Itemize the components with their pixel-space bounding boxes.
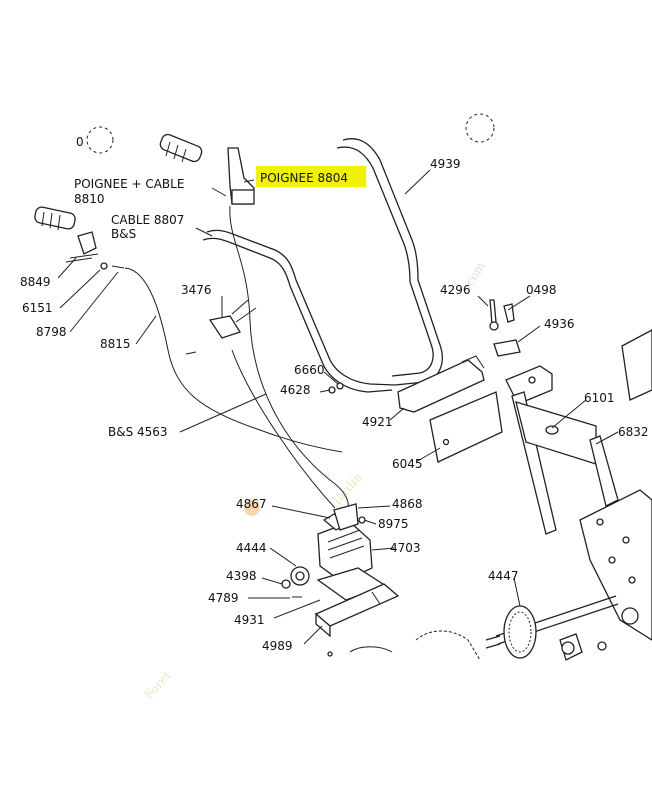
label-01: 0: [76, 135, 84, 149]
label-bs-4563: B&S 4563: [108, 425, 168, 439]
label-4789: 4789: [208, 591, 239, 605]
label-4921: 4921: [362, 415, 393, 429]
label-4703: 4703: [390, 541, 421, 555]
handlebar-4939: [202, 138, 443, 393]
dashed-circle-left: [86, 126, 114, 154]
label-8810: 8810: [74, 192, 105, 206]
dashed-circle-right: [465, 113, 495, 143]
grip-left-8810: [34, 206, 76, 231]
label-8798: 8798: [36, 325, 67, 339]
transmission-4703: [317, 513, 373, 583]
label-4867: 4867: [236, 497, 267, 511]
label-6832: 6832: [618, 425, 649, 439]
label-0498: 0498: [526, 283, 557, 297]
bottom-parts: [327, 630, 607, 661]
label-4628: 4628: [280, 383, 311, 397]
plate-6045: [429, 391, 503, 463]
label-poignee-8804: POIGNEE 8804: [260, 171, 348, 185]
label-6101: 6101: [584, 391, 615, 405]
label-6045: 6045: [392, 457, 423, 471]
label-6151: 6151: [22, 301, 53, 315]
label-4444: 4444: [236, 541, 267, 555]
label-4931: 4931: [234, 613, 265, 627]
label-poignee-cable: POIGNEE + CABLE: [74, 177, 184, 191]
housing-6832: [579, 329, 652, 641]
label-4936: 4936: [544, 317, 575, 331]
plate-4921: [397, 355, 485, 413]
shaft-4447: [485, 595, 619, 659]
label-8975: 8975: [378, 517, 409, 531]
label-8815: 8815: [100, 337, 131, 351]
clamp-8849: [65, 231, 125, 270]
part-labels: POIGNEE + CABLE 8810 POIGNEE 8804 CABLE …: [20, 135, 649, 653]
frame-6101: [505, 365, 619, 535]
watermark-foret: Foret: [142, 668, 174, 702]
label-6660: 6660: [294, 363, 325, 377]
bracket-3476: [208, 299, 257, 339]
leader-lines: [57, 169, 619, 645]
poignee-8804-highlight: [256, 166, 366, 187]
lever-8804: [227, 147, 255, 205]
cables: [124, 205, 349, 511]
label-4939: 4939: [430, 157, 461, 171]
watermark-jardin: Jardin: [328, 470, 365, 509]
label-4296: 4296: [440, 283, 471, 297]
label-3476: 3476: [181, 283, 212, 297]
pulley-4444-4398: [281, 566, 310, 598]
label-4868: 4868: [392, 497, 423, 511]
grip-right: [159, 133, 203, 163]
label-4447: 4447: [488, 569, 519, 583]
label-cable-8807: CABLE 8807: [111, 213, 184, 227]
hardware-4296-0498-4936: [489, 299, 521, 357]
label-4398: 4398: [226, 569, 257, 583]
label-bs: B&S: [111, 227, 136, 241]
label-4989: 4989: [262, 639, 293, 653]
watermark-orange-dot: [244, 500, 260, 516]
bracket-4868: [333, 503, 366, 531]
slide-plate-4931-4989: [314, 567, 400, 638]
bolts-6660-4628: [328, 382, 344, 394]
label-8849: 8849: [20, 275, 51, 289]
